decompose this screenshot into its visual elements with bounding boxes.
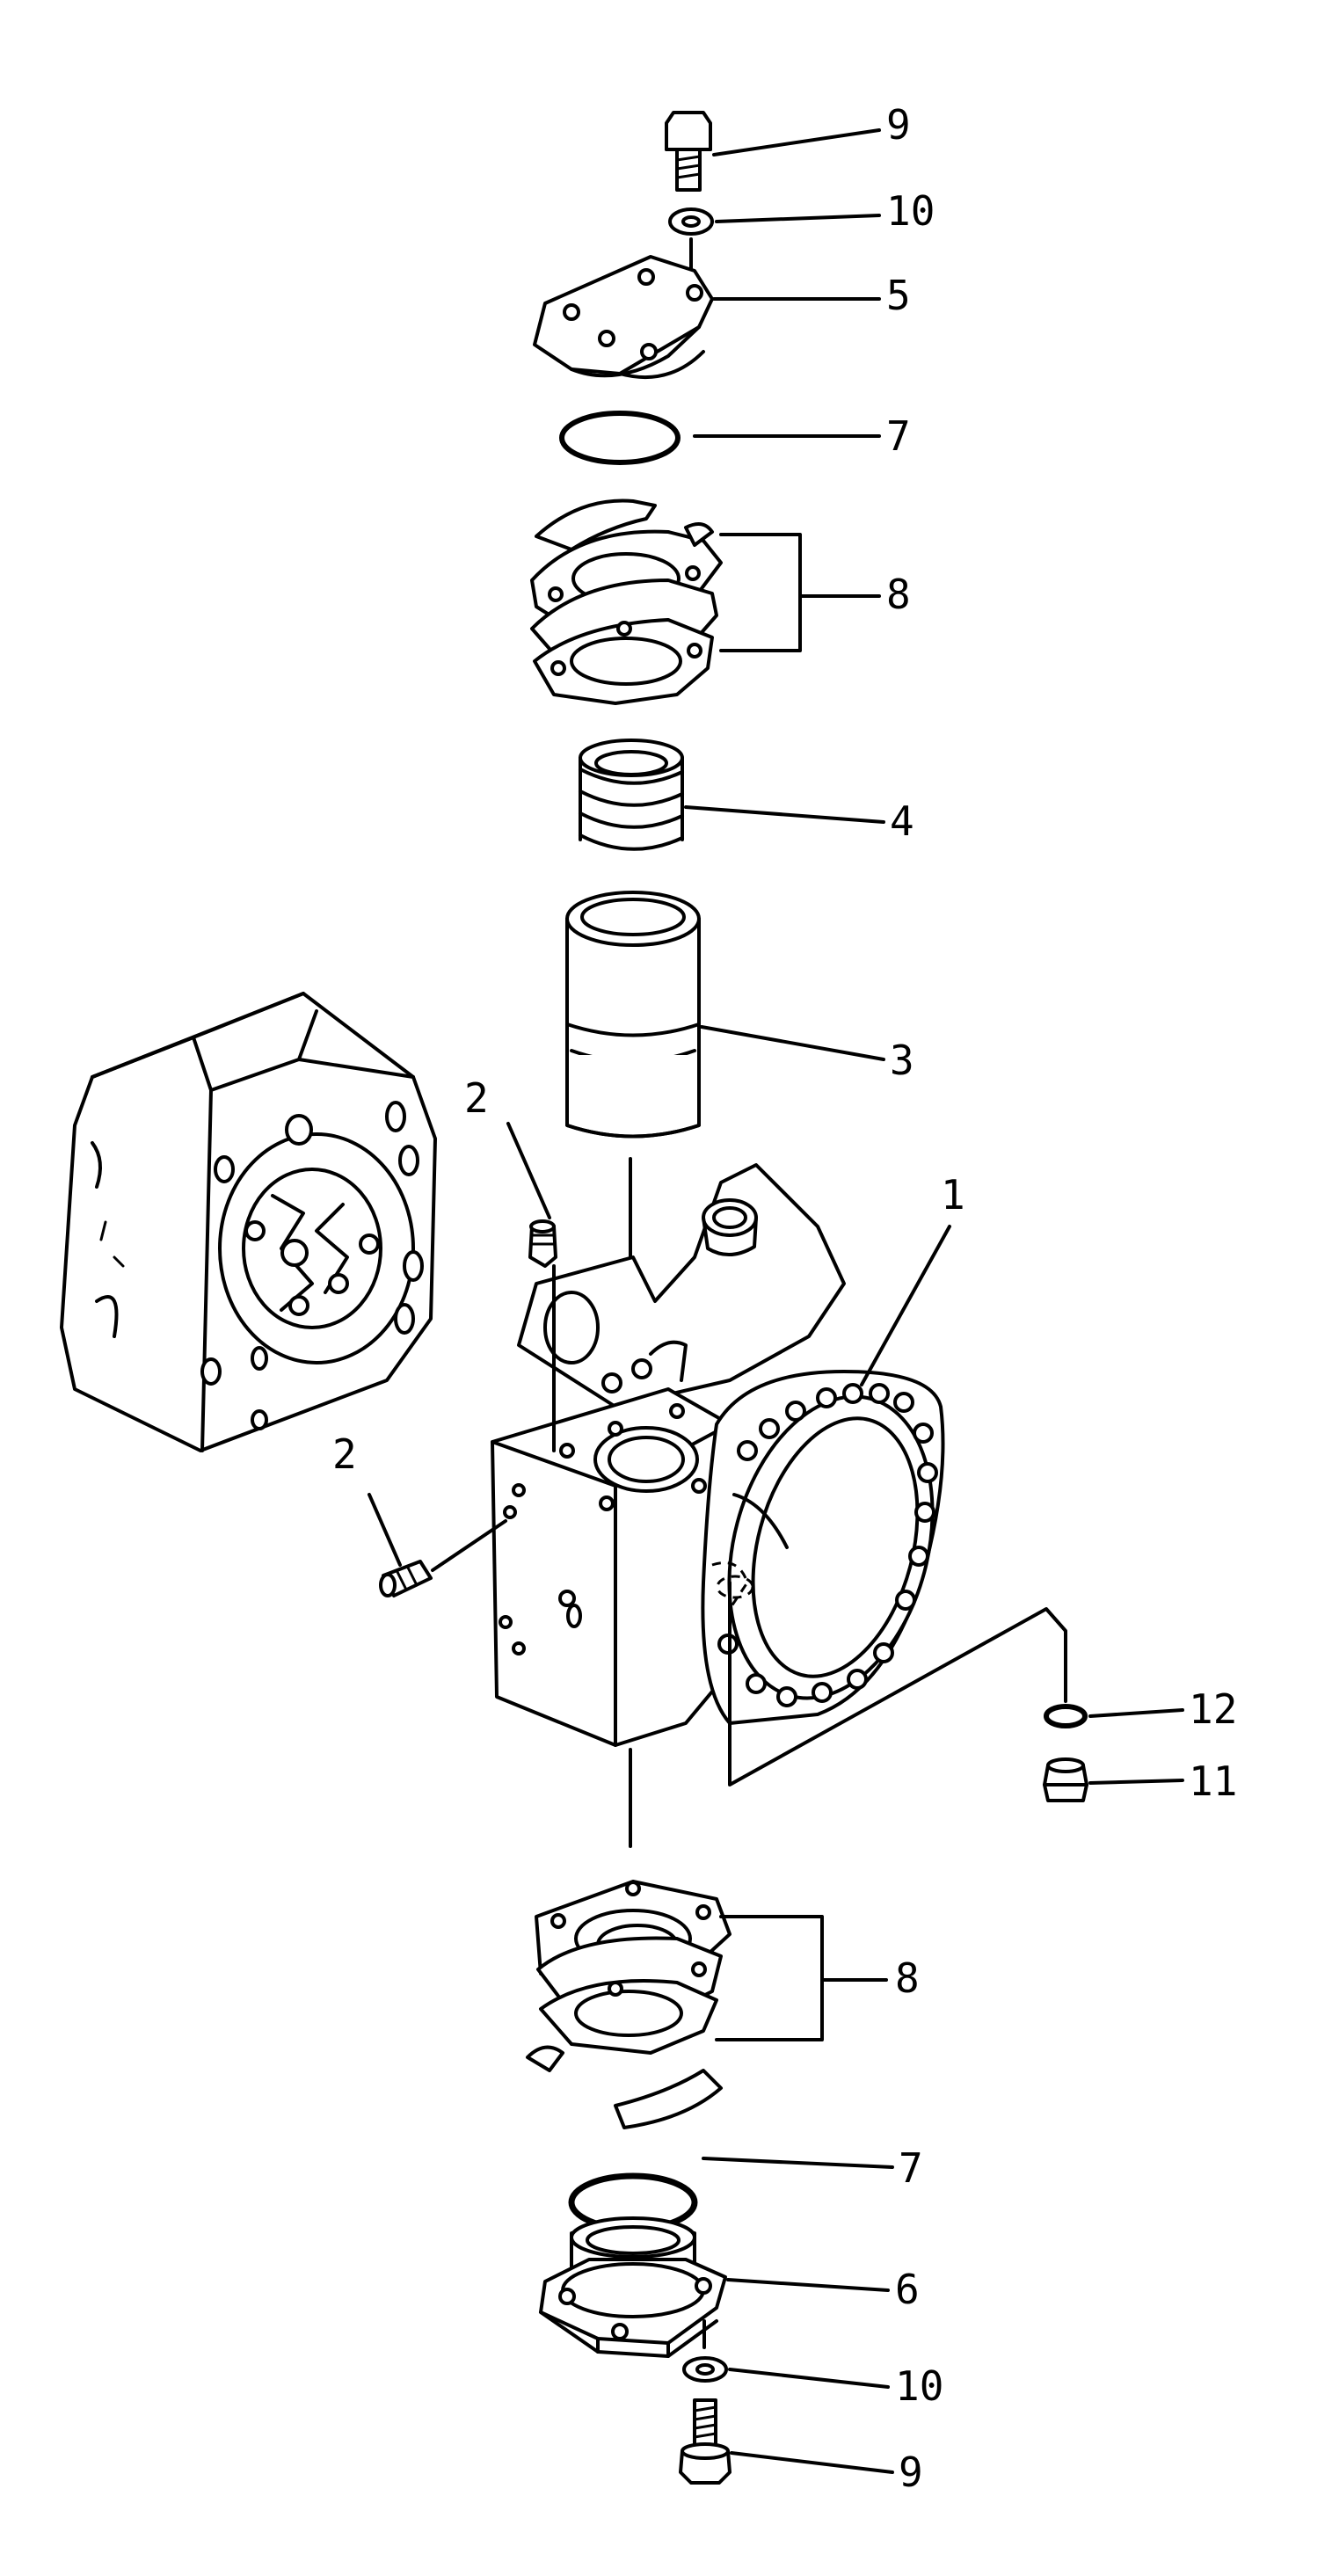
- callout-12: 12: [1189, 1685, 1237, 1733]
- callout-6: 6: [895, 2266, 920, 2313]
- callout-labels: 9 10 5 7 8 4 3 1 2 2 12 11 8 7 6 10 9: [332, 101, 1237, 2496]
- part-washer-bottom: [682, 2356, 728, 2383]
- callout-2-upper: 2: [464, 1074, 489, 1122]
- callout-7-top: 7: [886, 412, 911, 460]
- part-motor-body: [60, 992, 437, 1452]
- callout-8-top: 8: [886, 571, 911, 618]
- callout-11: 11: [1189, 1757, 1237, 1805]
- part-sleeve: [565, 891, 701, 1139]
- callout-10-top: 10: [886, 187, 935, 235]
- part-cover-top: [533, 255, 714, 380]
- callout-8-bottom: 8: [895, 1954, 920, 2002]
- part-bolt-top: [665, 111, 712, 192]
- callout-5: 5: [886, 272, 911, 319]
- part-spring: [579, 739, 684, 851]
- callout-10-bottom: 10: [895, 2362, 943, 2410]
- callout-2-lower: 2: [332, 1430, 357, 1478]
- part-bolt-bottom: [679, 2398, 732, 2485]
- part-washer-top: [668, 207, 714, 236]
- callout-bracket-right: [728, 1581, 1067, 1786]
- part-fitting-lower: [379, 1519, 507, 1597]
- part-shims-bottom: [526, 1880, 732, 2129]
- part-main-housing: [491, 1163, 945, 1747]
- callout-7-bottom: 7: [899, 2144, 923, 2192]
- callout-9-bottom: 9: [899, 2449, 923, 2496]
- callout-3: 3: [890, 1037, 914, 1084]
- part-washer-12: [1044, 1704, 1088, 1728]
- part-shims-top: [530, 498, 723, 705]
- callout-4: 4: [890, 797, 914, 845]
- part-cover-bottom: [539, 2216, 727, 2358]
- part-fitting-upper: [528, 1219, 557, 1452]
- leader-lines: [368, 128, 1184, 2474]
- part-oring-top: [559, 411, 681, 465]
- callout-1: 1: [941, 1171, 965, 1219]
- callout-9-top: 9: [886, 101, 911, 149]
- part-plug: [1043, 1757, 1088, 1802]
